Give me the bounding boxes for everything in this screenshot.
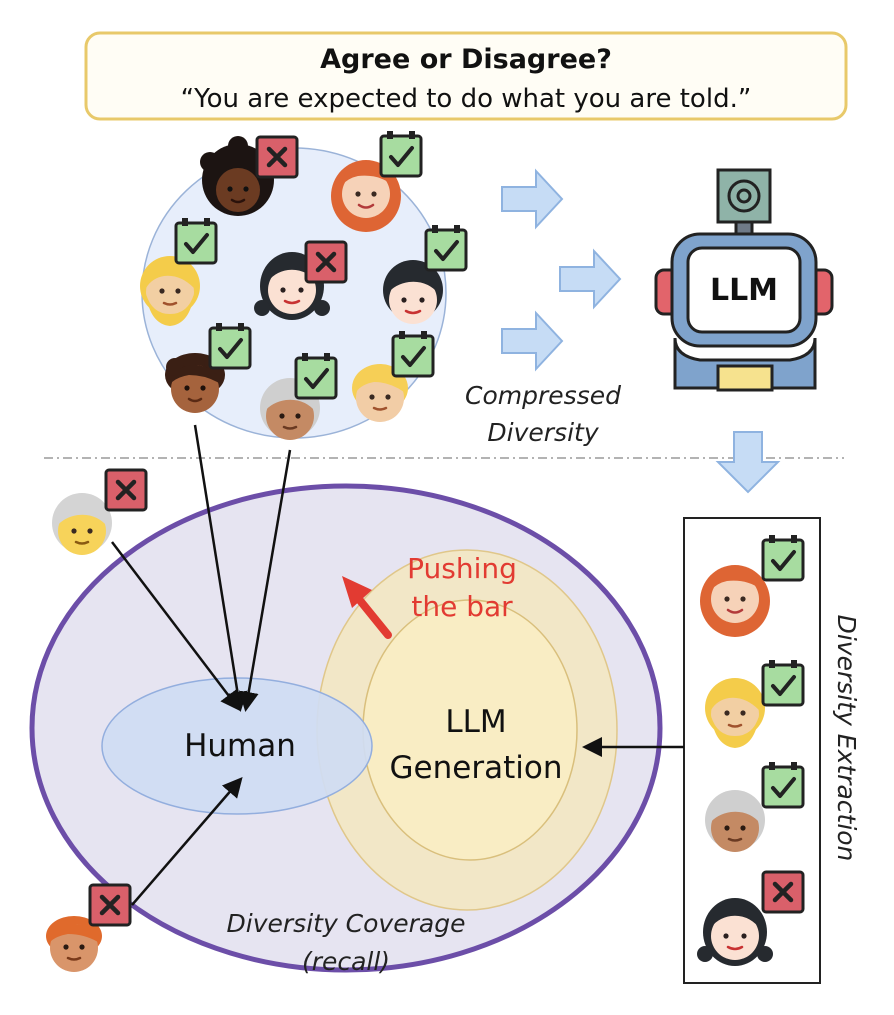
compressed-label-line1: Compressed	[465, 381, 621, 410]
check-icon	[379, 129, 423, 178]
population-group	[138, 129, 468, 442]
pushing-label-line1: Pushing	[407, 552, 517, 585]
check-icon	[208, 321, 252, 370]
check-icon	[424, 223, 468, 272]
openai-logo-icon	[727, 179, 761, 213]
coverage-label-line2: (recall)	[302, 947, 390, 976]
check-icon	[174, 216, 218, 265]
cross-icon	[106, 470, 146, 510]
llm-badge-label: LLM	[710, 273, 778, 308]
cross-icon	[90, 885, 130, 925]
check-icon	[761, 533, 805, 582]
prompt-statement: “You are expected to do what you are tol…	[181, 84, 752, 114]
extraction-label: Diversity Extraction	[832, 615, 861, 862]
human-flow-arrows	[111, 424, 292, 906]
cross-icon	[306, 242, 346, 282]
prompt-heading: Agree or Disagree?	[320, 44, 612, 75]
llm-generation-label-line1: LLM	[445, 704, 506, 740]
check-icon	[391, 329, 435, 378]
human-ellipse	[101, 677, 373, 815]
flow-arrow-icon	[559, 250, 621, 308]
cross-icon	[763, 872, 803, 912]
human-label: Human	[184, 728, 296, 764]
coverage-label-line1: Diversity Coverage	[227, 909, 466, 938]
cross-icon	[257, 137, 297, 177]
flow-arrow-icon	[501, 312, 563, 370]
person-redhair-icon	[698, 563, 772, 639]
person-old-yellow-icon	[50, 491, 114, 557]
prompt-box: Agree or Disagree? “You are expected to …	[84, 31, 848, 121]
llm-generation-label-line2: Generation	[390, 750, 563, 786]
down-arrow-icon	[715, 431, 781, 494]
robot-icon: LLM	[654, 168, 834, 392]
pushing-label-line2: the bar	[411, 590, 513, 623]
check-icon	[761, 658, 805, 707]
pushing-arrow-icon	[342, 576, 392, 639]
check-icon	[761, 760, 805, 809]
check-icon	[294, 351, 338, 400]
compressed-label-line2: Diversity	[487, 418, 599, 447]
flow-arrow-icon	[501, 170, 563, 228]
